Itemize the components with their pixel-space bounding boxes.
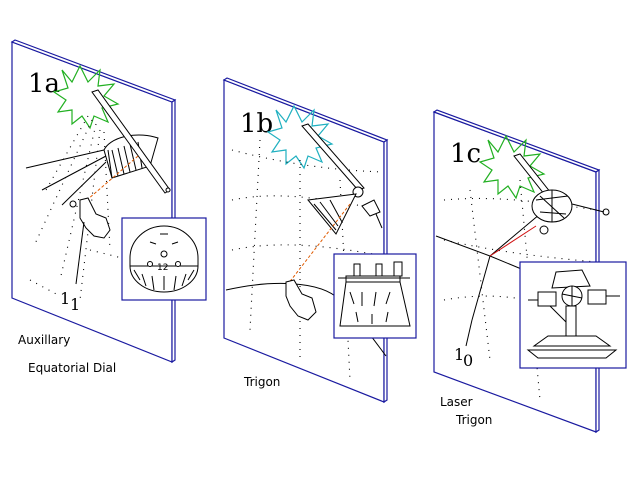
panel-1c: 1c 1 0 xyxy=(432,109,627,434)
observer-1c-sub: 0 xyxy=(463,351,473,370)
observer-1a-sub: 1 xyxy=(70,295,80,314)
observer-1a: 1 xyxy=(60,289,70,308)
panel-1a: 1a 1 1 12 xyxy=(10,39,207,364)
inset-trigon-1b xyxy=(333,253,417,339)
hand-1b xyxy=(285,279,317,321)
sun-1a xyxy=(52,64,120,130)
caption-1b-line1: Trigon xyxy=(243,375,280,389)
board-label-1c: 1c xyxy=(450,139,481,169)
sun-1b xyxy=(266,104,334,170)
caption-1c-line1: Laser xyxy=(440,395,473,409)
dial-number: 12 xyxy=(157,263,168,273)
laser-trigon-1c xyxy=(513,153,610,235)
observer-1c: 1 xyxy=(454,345,464,364)
equatorial-dial-1a xyxy=(91,89,171,194)
board-label-1a: 1a xyxy=(28,69,60,99)
board-label-1b: 1b xyxy=(240,109,273,139)
hand-1a xyxy=(79,197,111,239)
caption-1a-line2: Equatorial Dial xyxy=(28,361,116,375)
trigon-1b xyxy=(301,123,383,235)
caption-1a-line1: Auxillary xyxy=(18,333,70,347)
inset-dial-1a: 12 xyxy=(121,217,207,301)
inset-laser-trigon-1c xyxy=(519,261,627,369)
panel-1b: 1b xyxy=(222,77,417,404)
caption-1c-line2: Trigon xyxy=(455,413,492,427)
sun-1c xyxy=(478,134,546,200)
